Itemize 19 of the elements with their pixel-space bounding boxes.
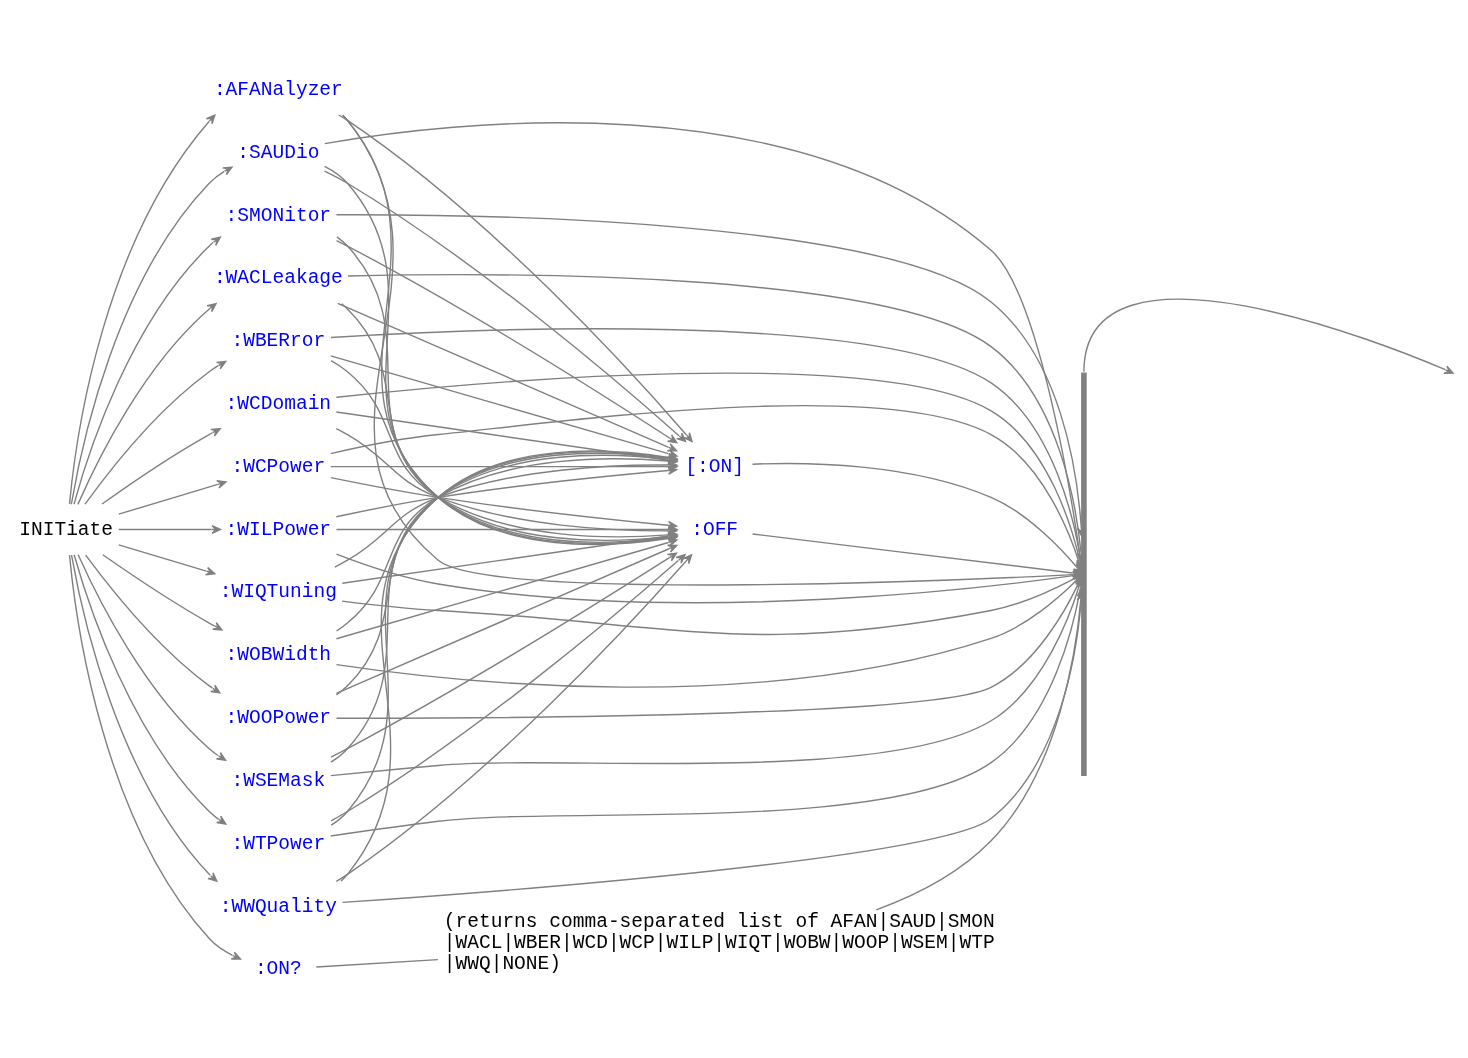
node-text: :WCPower bbox=[231, 455, 326, 478]
node-text: :WIQTuning bbox=[219, 580, 337, 603]
node-text: :WSEMask bbox=[231, 769, 326, 792]
node-text: :OFF bbox=[691, 518, 739, 541]
node-text: (returns comma-separated list of AFAN|SAUD|SMON |WACL|WBER|WCD|WCP|WILP|WIQT|WOBW|WOOP|WSEM|WTP |WWQ|NONE) bbox=[443, 910, 995, 975]
node-text: :WTPower bbox=[231, 832, 326, 855]
node-text: :SAUDio bbox=[237, 141, 320, 164]
node-text: [:ON] bbox=[685, 455, 744, 478]
node-text: :WOOPower bbox=[225, 706, 332, 729]
node-text: :AFANalyzer bbox=[213, 78, 343, 101]
node-text: :WILPower bbox=[225, 518, 332, 541]
node-text: :WCDomain bbox=[225, 392, 332, 415]
node-text: :WOBWidth bbox=[225, 643, 332, 666]
node-text: :SMONitor bbox=[225, 204, 332, 227]
node-text: :WWQuality bbox=[219, 895, 337, 918]
node-text: INITiate bbox=[19, 518, 114, 541]
node-text: :ON? bbox=[254, 957, 302, 980]
node-text: :WACLeakage bbox=[213, 266, 343, 289]
node-text: :WBERror bbox=[231, 329, 326, 352]
